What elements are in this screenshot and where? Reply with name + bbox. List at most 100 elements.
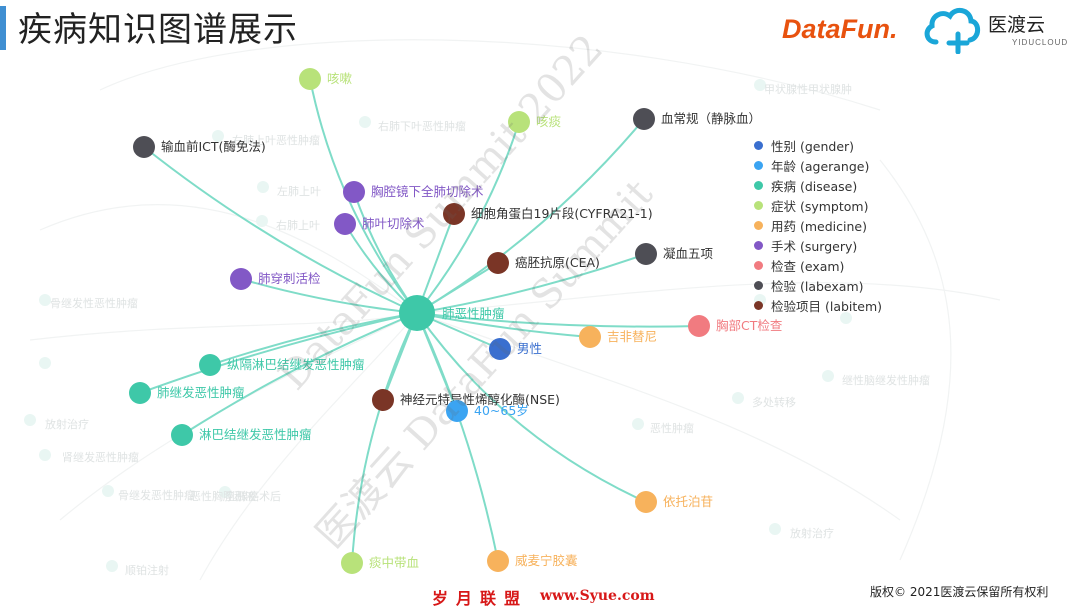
node-label: 胸腔镜下全肺切除术 (371, 184, 484, 199)
legend-dot (754, 300, 763, 310)
graph-edge (143, 146, 418, 314)
datafun-logo-text: DataFun. (782, 14, 898, 44)
graph-node-disease[interactable]: 纵隔淋巴结继发恶性肿瘤 (199, 354, 365, 376)
legend-label: 症状 (symptom) (771, 198, 869, 214)
graph-node-agerange[interactable]: 40~65岁 (446, 400, 529, 422)
legend-item-agerange[interactable]: 年龄 (agerange) (754, 155, 882, 175)
graph-node-surgery[interactable]: 肺叶切除术 (334, 213, 425, 235)
graph-node-symptom[interactable]: 咳嗽 (299, 68, 353, 90)
node-label: 淋巴结继发恶性肿瘤 (199, 427, 312, 442)
graph-node-disease[interactable]: 肺继发恶性肿瘤 (129, 382, 245, 404)
background-edge (879, 159, 952, 561)
background-label: 左肺上叶 (277, 185, 321, 198)
graph-node-labitem[interactable]: 癌胚抗原(CEA) (487, 252, 600, 274)
graph-node-surgery[interactable]: 肺穿刺活检 (230, 268, 321, 290)
center-node-dot[interactable] (399, 295, 435, 331)
background-edge (416, 312, 901, 521)
legend-label: 检查 (exam) (771, 258, 845, 274)
graph-node-center[interactable]: 肺恶性肿瘤 (399, 295, 505, 331)
node-dot[interactable] (635, 243, 657, 265)
node-dot[interactable] (633, 108, 655, 130)
background-node (24, 414, 36, 426)
node-dot[interactable] (171, 424, 193, 446)
node-dot[interactable] (487, 550, 509, 572)
footer-site-url[interactable]: www.Syue.com (540, 588, 655, 604)
legend-item-disease[interactable]: 疾病 (disease) (754, 175, 882, 195)
node-label: 神经元特异性烯醇化酶(NSE) (400, 392, 560, 407)
legend-dot (754, 200, 763, 210)
graph-node-symptom[interactable]: 咳痰 (508, 111, 562, 133)
graph-node-disease[interactable]: 淋巴结继发恶性肿瘤 (171, 424, 312, 446)
legend-item-symptom[interactable]: 症状 (symptom) (754, 195, 882, 215)
background-label: 继性脑继发性肿瘤 (842, 373, 930, 387)
graph-edge (309, 78, 418, 314)
background-node (257, 181, 269, 193)
graph-node-surgery[interactable]: 胸腔镜下全肺切除术 (343, 181, 484, 203)
graph-edge (416, 121, 520, 314)
legend-item-medicine[interactable]: 用药 (medicine) (754, 215, 882, 235)
node-dot[interactable] (487, 252, 509, 274)
graph-edge (416, 312, 700, 328)
legend-dot (754, 140, 763, 150)
background-node (39, 449, 51, 461)
node-dot[interactable] (446, 400, 468, 422)
node-dot[interactable] (199, 354, 221, 376)
background-label: 顺铂注射 (125, 563, 169, 577)
node-dot[interactable] (635, 491, 657, 513)
background-node (632, 418, 644, 430)
node-label: 肺继发恶性肿瘤 (157, 385, 245, 400)
background-node (769, 523, 781, 535)
node-label: 输血前ICT(酶免法) (161, 139, 266, 154)
node-dot[interactable] (334, 213, 356, 235)
node-label: 40~65岁 (474, 403, 529, 418)
graph-node-labexam[interactable]: 输血前ICT(酶免法) (133, 136, 266, 158)
node-label: 细胞角蛋白19片段(CYFRA21-1) (471, 206, 653, 221)
footer-site-name: 岁月联盟 (432, 589, 529, 608)
legend-label: 检验 (labexam) (771, 278, 864, 294)
background-label: 右肺下叶恶性肿瘤 (378, 119, 466, 133)
graph-node-labitem[interactable]: 细胞角蛋白19片段(CYFRA21-1) (443, 203, 653, 225)
copyright-text: 版权© 2021医渡云保留所有权利 (870, 585, 1049, 599)
graph-edge (416, 312, 499, 562)
node-dot[interactable] (579, 326, 601, 348)
legend-dot (754, 280, 763, 290)
node-dot[interactable] (489, 338, 511, 360)
node-dot[interactable] (299, 68, 321, 90)
node-dot[interactable] (133, 136, 155, 158)
graph-edge (240, 278, 418, 314)
background-node (219, 486, 231, 498)
node-dot[interactable] (443, 203, 465, 225)
node-dot[interactable] (343, 181, 365, 203)
legend-item-labexam[interactable]: 检验 (labexam) (754, 275, 882, 295)
node-dot[interactable] (372, 389, 394, 411)
node-dot[interactable] (688, 315, 710, 337)
background-node (106, 560, 118, 572)
graph-node-exam[interactable]: 胸部CT检查 (688, 315, 783, 337)
graph-node-labexam[interactable]: 血常规（静脉血） (633, 108, 761, 130)
graph-node-symptom[interactable]: 痰中带血 (341, 552, 419, 574)
node-label: 凝血五项 (663, 246, 713, 261)
legend-item-surgery[interactable]: 手术 (surgery) (754, 235, 882, 255)
background-label: 乳腺癌术后 (226, 489, 281, 503)
node-dot[interactable] (230, 268, 252, 290)
graph-node-gender[interactable]: 男性 (489, 338, 542, 360)
graph-legend: 性别 (gender) 年龄 (agerange) 疾病 (disease) 症… (754, 135, 882, 315)
graph-node-labitem[interactable]: 神经元特异性烯醇化酶(NSE) (372, 389, 560, 411)
background-label: 骨继发性恶性肿瘤 (50, 296, 138, 310)
node-dot[interactable] (341, 552, 363, 574)
background-node (359, 116, 371, 128)
legend-item-gender[interactable]: 性别 (gender) (754, 135, 882, 155)
graph-node-medicine[interactable]: 吉非替尼 (579, 326, 657, 348)
background-label: 肾继发恶性肿瘤 (62, 450, 139, 464)
graph-edge (416, 253, 647, 314)
graph-node-medicine[interactable]: 依托泊苷 (635, 491, 713, 513)
node-label: 纵隔淋巴结继发恶性肿瘤 (227, 357, 365, 372)
graph-node-labexam[interactable]: 凝血五项 (635, 243, 713, 265)
graph-node-medicine[interactable]: 威麦宁胶囊 (487, 550, 578, 572)
legend-item-labitem[interactable]: 检验项目 (labitem) (754, 295, 882, 315)
node-dot[interactable] (129, 382, 151, 404)
node-dot[interactable] (508, 111, 530, 133)
legend-item-exam[interactable]: 检查 (exam) (754, 255, 882, 275)
